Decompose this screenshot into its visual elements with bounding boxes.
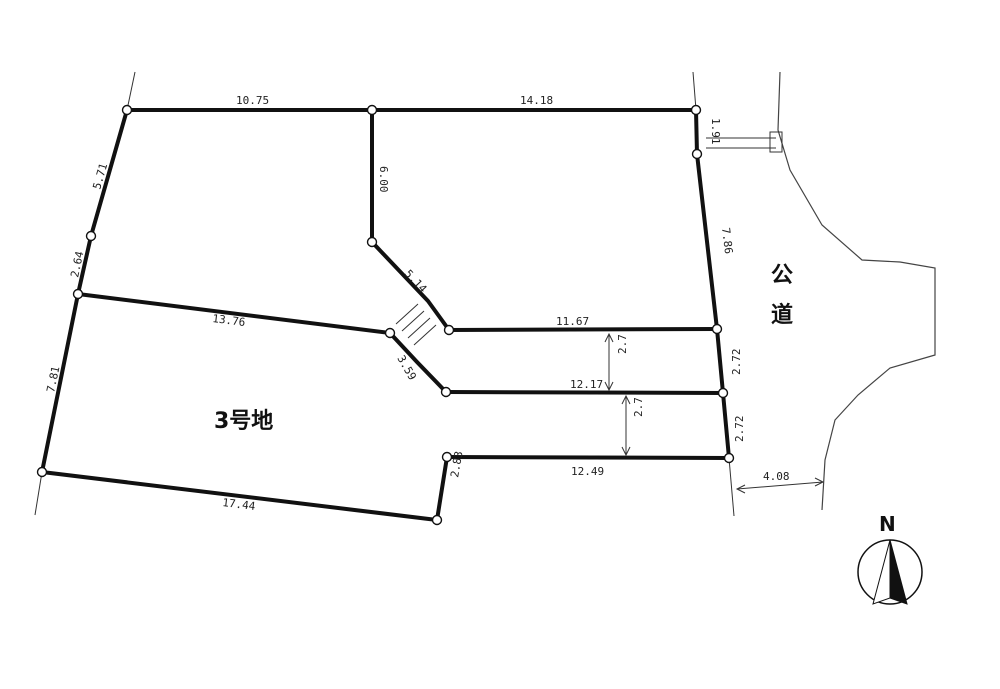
corner-marker — [366, 104, 378, 116]
lot-label: 3号地 — [214, 409, 273, 434]
dim-corner-right: 1.91 — [709, 118, 722, 145]
north-arrow-icon: N — [857, 512, 923, 605]
lot-divider-left — [76, 292, 392, 335]
dim-bottom: 17.44 — [222, 496, 257, 513]
dim-gap1: 2.7 — [616, 334, 629, 354]
dim-left-divider: 13.76 — [212, 312, 246, 329]
corner-marker — [717, 387, 729, 399]
road-label-top: 公 — [771, 263, 793, 288]
corner-marker — [431, 514, 443, 526]
public-road-outline — [706, 71, 936, 511]
dim-right-row1: 2.72 — [730, 349, 743, 376]
dim-top-right: 14.18 — [520, 94, 553, 107]
dim-diagonal-upper: 5.14 — [402, 267, 430, 296]
outer-right-boundary — [694, 108, 731, 460]
corner-marker — [691, 148, 703, 160]
dim-row3: 12.49 — [571, 465, 604, 478]
dim-right-upper: 7.86 — [719, 227, 735, 255]
dim-row2: 12.17 — [570, 378, 603, 391]
corner-marker — [121, 104, 133, 116]
dim-gap2: 2.7 — [632, 397, 645, 417]
corner-marker — [441, 451, 453, 463]
dim-road-width: 4.08 — [763, 470, 790, 483]
diagonal-hatch — [395, 303, 437, 346]
dim-row1: 11.67 — [556, 315, 589, 328]
outer-left-boundary — [40, 108, 129, 474]
row2-boundary — [444, 390, 725, 395]
gap-indicators — [604, 332, 825, 494]
row3-boundary — [445, 455, 731, 460]
corner-marker — [85, 230, 97, 242]
corner-marker — [36, 466, 48, 478]
dim-inner-vertical: 6.00 — [377, 166, 390, 193]
dim-left-lower: 7.81 — [44, 365, 62, 394]
corner-marker — [723, 452, 735, 464]
corner-markers — [36, 104, 735, 526]
corner-marker — [711, 323, 723, 335]
north-label: N — [879, 512, 896, 536]
corner-marker — [440, 386, 452, 398]
corner-marker — [366, 236, 378, 248]
inner-divider-vertical — [370, 108, 451, 332]
dim-bottom-step: 2.83 — [448, 450, 465, 478]
corner-marker — [384, 327, 396, 339]
corner-marker — [443, 324, 455, 336]
dim-right-row2: 2.72 — [733, 416, 746, 443]
flag-diagonal — [388, 331, 448, 394]
corner-marker — [690, 104, 702, 116]
corner-marker — [72, 288, 84, 300]
dim-left-middle: 2.64 — [68, 250, 86, 279]
dim-top-left: 10.75 — [236, 94, 269, 107]
road-label-bottom: 道 — [771, 302, 793, 328]
row1-boundary — [447, 327, 719, 332]
extension-lines — [34, 71, 735, 517]
